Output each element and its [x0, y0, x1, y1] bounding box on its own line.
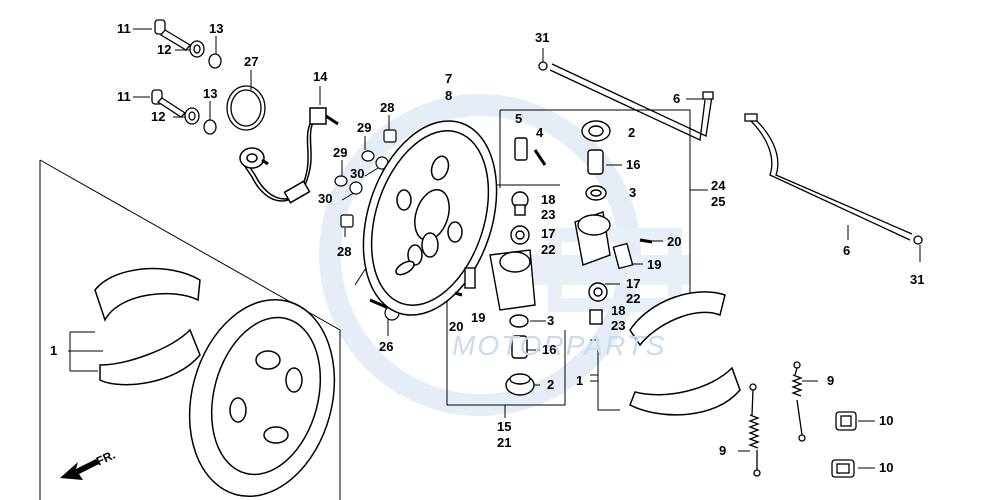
callout-15: 15 — [497, 419, 512, 434]
callout-22: 22 — [626, 291, 641, 306]
callout-18: 18 — [541, 192, 556, 207]
callout-19: 19 — [647, 257, 662, 272]
callout-30: 30 — [318, 191, 333, 206]
watermark-text: MOTORPARTS — [452, 330, 667, 361]
callout-10: 10 — [879, 460, 894, 475]
callout-9: 9 — [719, 443, 727, 458]
callout-31: 31 — [910, 272, 925, 287]
callout-2: 2 — [628, 125, 636, 140]
callout-1: 1 — [50, 343, 58, 358]
callout-20: 20 — [667, 234, 682, 249]
callout-28: 28 — [337, 244, 352, 259]
callout-23: 23 — [541, 207, 556, 222]
callout-16: 16 — [542, 342, 557, 357]
brake-drum — [188, 298, 336, 498]
callout-28: 28 — [380, 100, 395, 115]
callout-27: 27 — [244, 54, 259, 69]
callout-23: 23 — [611, 318, 626, 333]
direction-arrow-icon — [60, 459, 99, 480]
callout-30: 30 — [350, 166, 365, 181]
callout-21: 21 — [497, 435, 512, 450]
callout-31: 31 — [535, 30, 550, 45]
callout-29: 29 — [333, 145, 348, 160]
callout-4: 4 — [536, 125, 544, 140]
callout-29: 29 — [357, 120, 372, 135]
callout-16: 16 — [626, 157, 641, 172]
caliper-assembly — [454, 120, 653, 396]
brake-lines — [538, 61, 923, 245]
brake-shoes — [94, 267, 741, 416]
callout-12: 12 — [151, 109, 166, 124]
springs — [748, 361, 806, 477]
clips — [831, 411, 857, 478]
callout-9: 9 — [827, 373, 835, 388]
callout-11: 11 — [117, 89, 131, 104]
callout-26: 26 — [379, 339, 394, 354]
backing-plate — [362, 120, 498, 316]
callout-22: 22 — [541, 242, 556, 257]
callout-17: 17 — [541, 226, 556, 241]
callout-6: 6 — [843, 243, 851, 258]
callout-12: 12 — [157, 42, 172, 57]
callout-13: 13 — [209, 21, 224, 36]
callout-7: 7 — [445, 71, 453, 86]
callout-11: 11 — [117, 21, 131, 36]
callout-18: 18 — [611, 303, 626, 318]
callout-1: 1 — [576, 373, 584, 388]
brake-hose — [239, 107, 339, 204]
callout-6: 6 — [673, 91, 681, 106]
callout-13: 13 — [203, 86, 218, 101]
callout-3: 3 — [547, 313, 555, 328]
callout-10: 10 — [879, 413, 894, 428]
callout-2: 2 — [547, 377, 555, 392]
bolts-and-seals — [151, 19, 266, 135]
callout-17: 17 — [626, 276, 641, 291]
callout-5: 5 — [515, 111, 523, 126]
callout-8: 8 — [445, 88, 453, 103]
callout-19: 19 — [471, 310, 486, 325]
callout-14: 14 — [313, 69, 328, 84]
callout-3: 3 — [629, 185, 637, 200]
callout-24: 24 — [711, 178, 726, 193]
callout-20: 20 — [449, 319, 464, 334]
callout-25: 25 — [711, 194, 726, 209]
